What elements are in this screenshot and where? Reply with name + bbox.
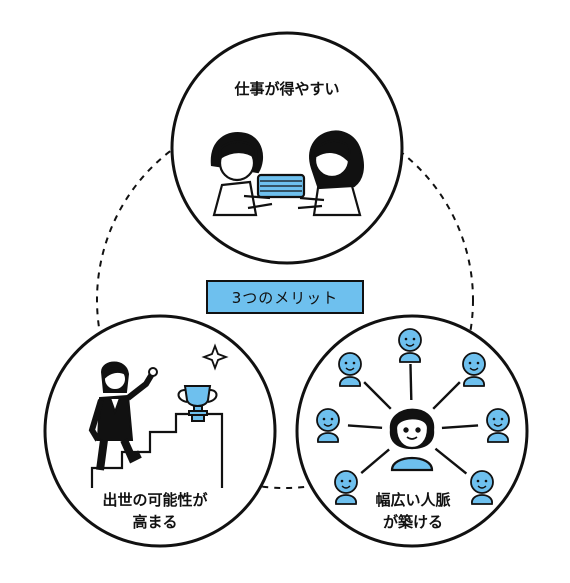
network-person-icon [316,408,340,443]
benefit-circle-work [170,31,404,265]
network-connection-line [432,381,461,410]
network-person-icon [470,470,494,505]
network-connection-line [434,447,468,475]
benefit-label-promotion: 出世の可能性が 高まる [90,489,220,533]
network-person-icon [398,328,422,363]
person-receiving-icon [297,130,364,217]
climbing-person-icon [88,361,158,471]
network-connection-line [360,448,390,474]
benefit-label-network-line2: が築ける [382,513,443,531]
benefit-label-network: 幅広い人脈 が築ける [348,489,478,533]
network-connection-line [347,424,383,430]
network-person-icon [334,470,358,505]
benefit-label-network-line1: 幅広い人脈 [375,491,451,509]
box-icon [256,173,306,199]
benefit-circle-promotion [43,314,277,548]
benefit-circle-network [295,314,529,548]
diagram-title: 3つのメリット [206,280,364,314]
center-person-icon [389,408,435,472]
network-person-icon [338,352,362,387]
trophy-icon [177,385,218,422]
person-giving-icon [210,132,273,217]
network-connection-line [409,363,413,401]
benefit-label-promotion-line2: 高まる [132,513,178,531]
network-person-icon [486,408,510,443]
network-connection-line [363,381,392,410]
sparkle-icon [201,343,229,371]
benefit-label-promotion-line1: 出世の可能性が [102,491,208,509]
network-connection-line [441,424,479,430]
connecting-dashed-circle [96,111,474,489]
network-person-icon [462,352,486,387]
benefit-label-work: 仕事が得やすい [234,80,340,98]
